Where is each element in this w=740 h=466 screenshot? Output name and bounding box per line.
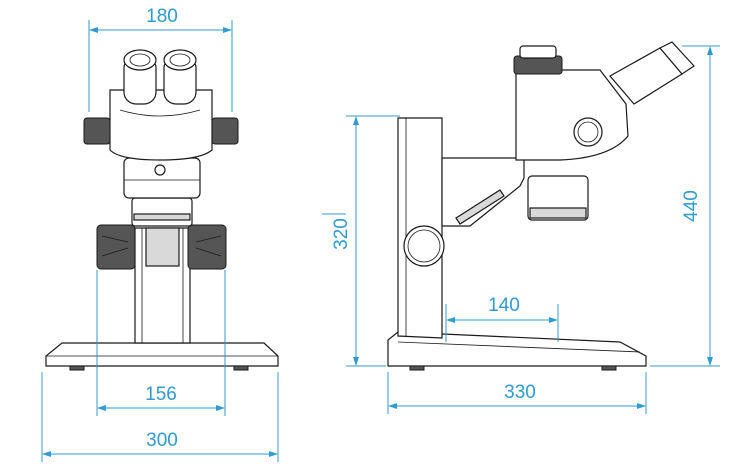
side-focus-knob (403, 225, 445, 267)
front-eyepiece-left (123, 49, 157, 105)
front-foot-right (233, 365, 249, 371)
side-foot-right (601, 365, 617, 371)
front-zoom-knob-left (83, 117, 111, 145)
side-foot-left (409, 365, 425, 371)
dim-side-reach-label: 140 (488, 295, 520, 316)
dim-side-reach: 140 (445, 295, 559, 342)
dim-side-base: 330 (387, 372, 647, 414)
dim-side-pillar: 320 (322, 115, 400, 367)
dim-side-total-label: 440 (681, 190, 702, 222)
front-center-screw (154, 164, 166, 176)
side-arm (441, 157, 525, 227)
dim-front-inner-label: 156 (145, 384, 177, 405)
dim-side-total: 440 (650, 45, 720, 367)
side-body (515, 69, 629, 161)
dim-front-top: 180 (88, 6, 233, 112)
dim-side-base-label: 330 (504, 382, 536, 403)
dim-front-top-label: 180 (146, 6, 178, 27)
dim-side-pillar-label: 320 (331, 218, 352, 250)
dim-front-base-label: 300 (146, 430, 178, 451)
front-foot-left (69, 365, 85, 371)
dim-front-inner: 156 (96, 270, 226, 416)
dim-front-base: 300 (41, 372, 279, 462)
front-focus-knob-left (96, 224, 136, 270)
front-view (45, 49, 279, 371)
front-head (109, 89, 213, 161)
side-base (387, 331, 647, 367)
front-zoom-knob-right (211, 117, 239, 145)
front-eyepiece-right (163, 49, 197, 105)
front-focus-knob-right (187, 224, 227, 270)
side-view (387, 41, 695, 371)
front-base (45, 342, 279, 367)
side-top-collar (513, 55, 563, 75)
front-zoom-ring (123, 157, 201, 199)
front-objective (131, 197, 193, 227)
